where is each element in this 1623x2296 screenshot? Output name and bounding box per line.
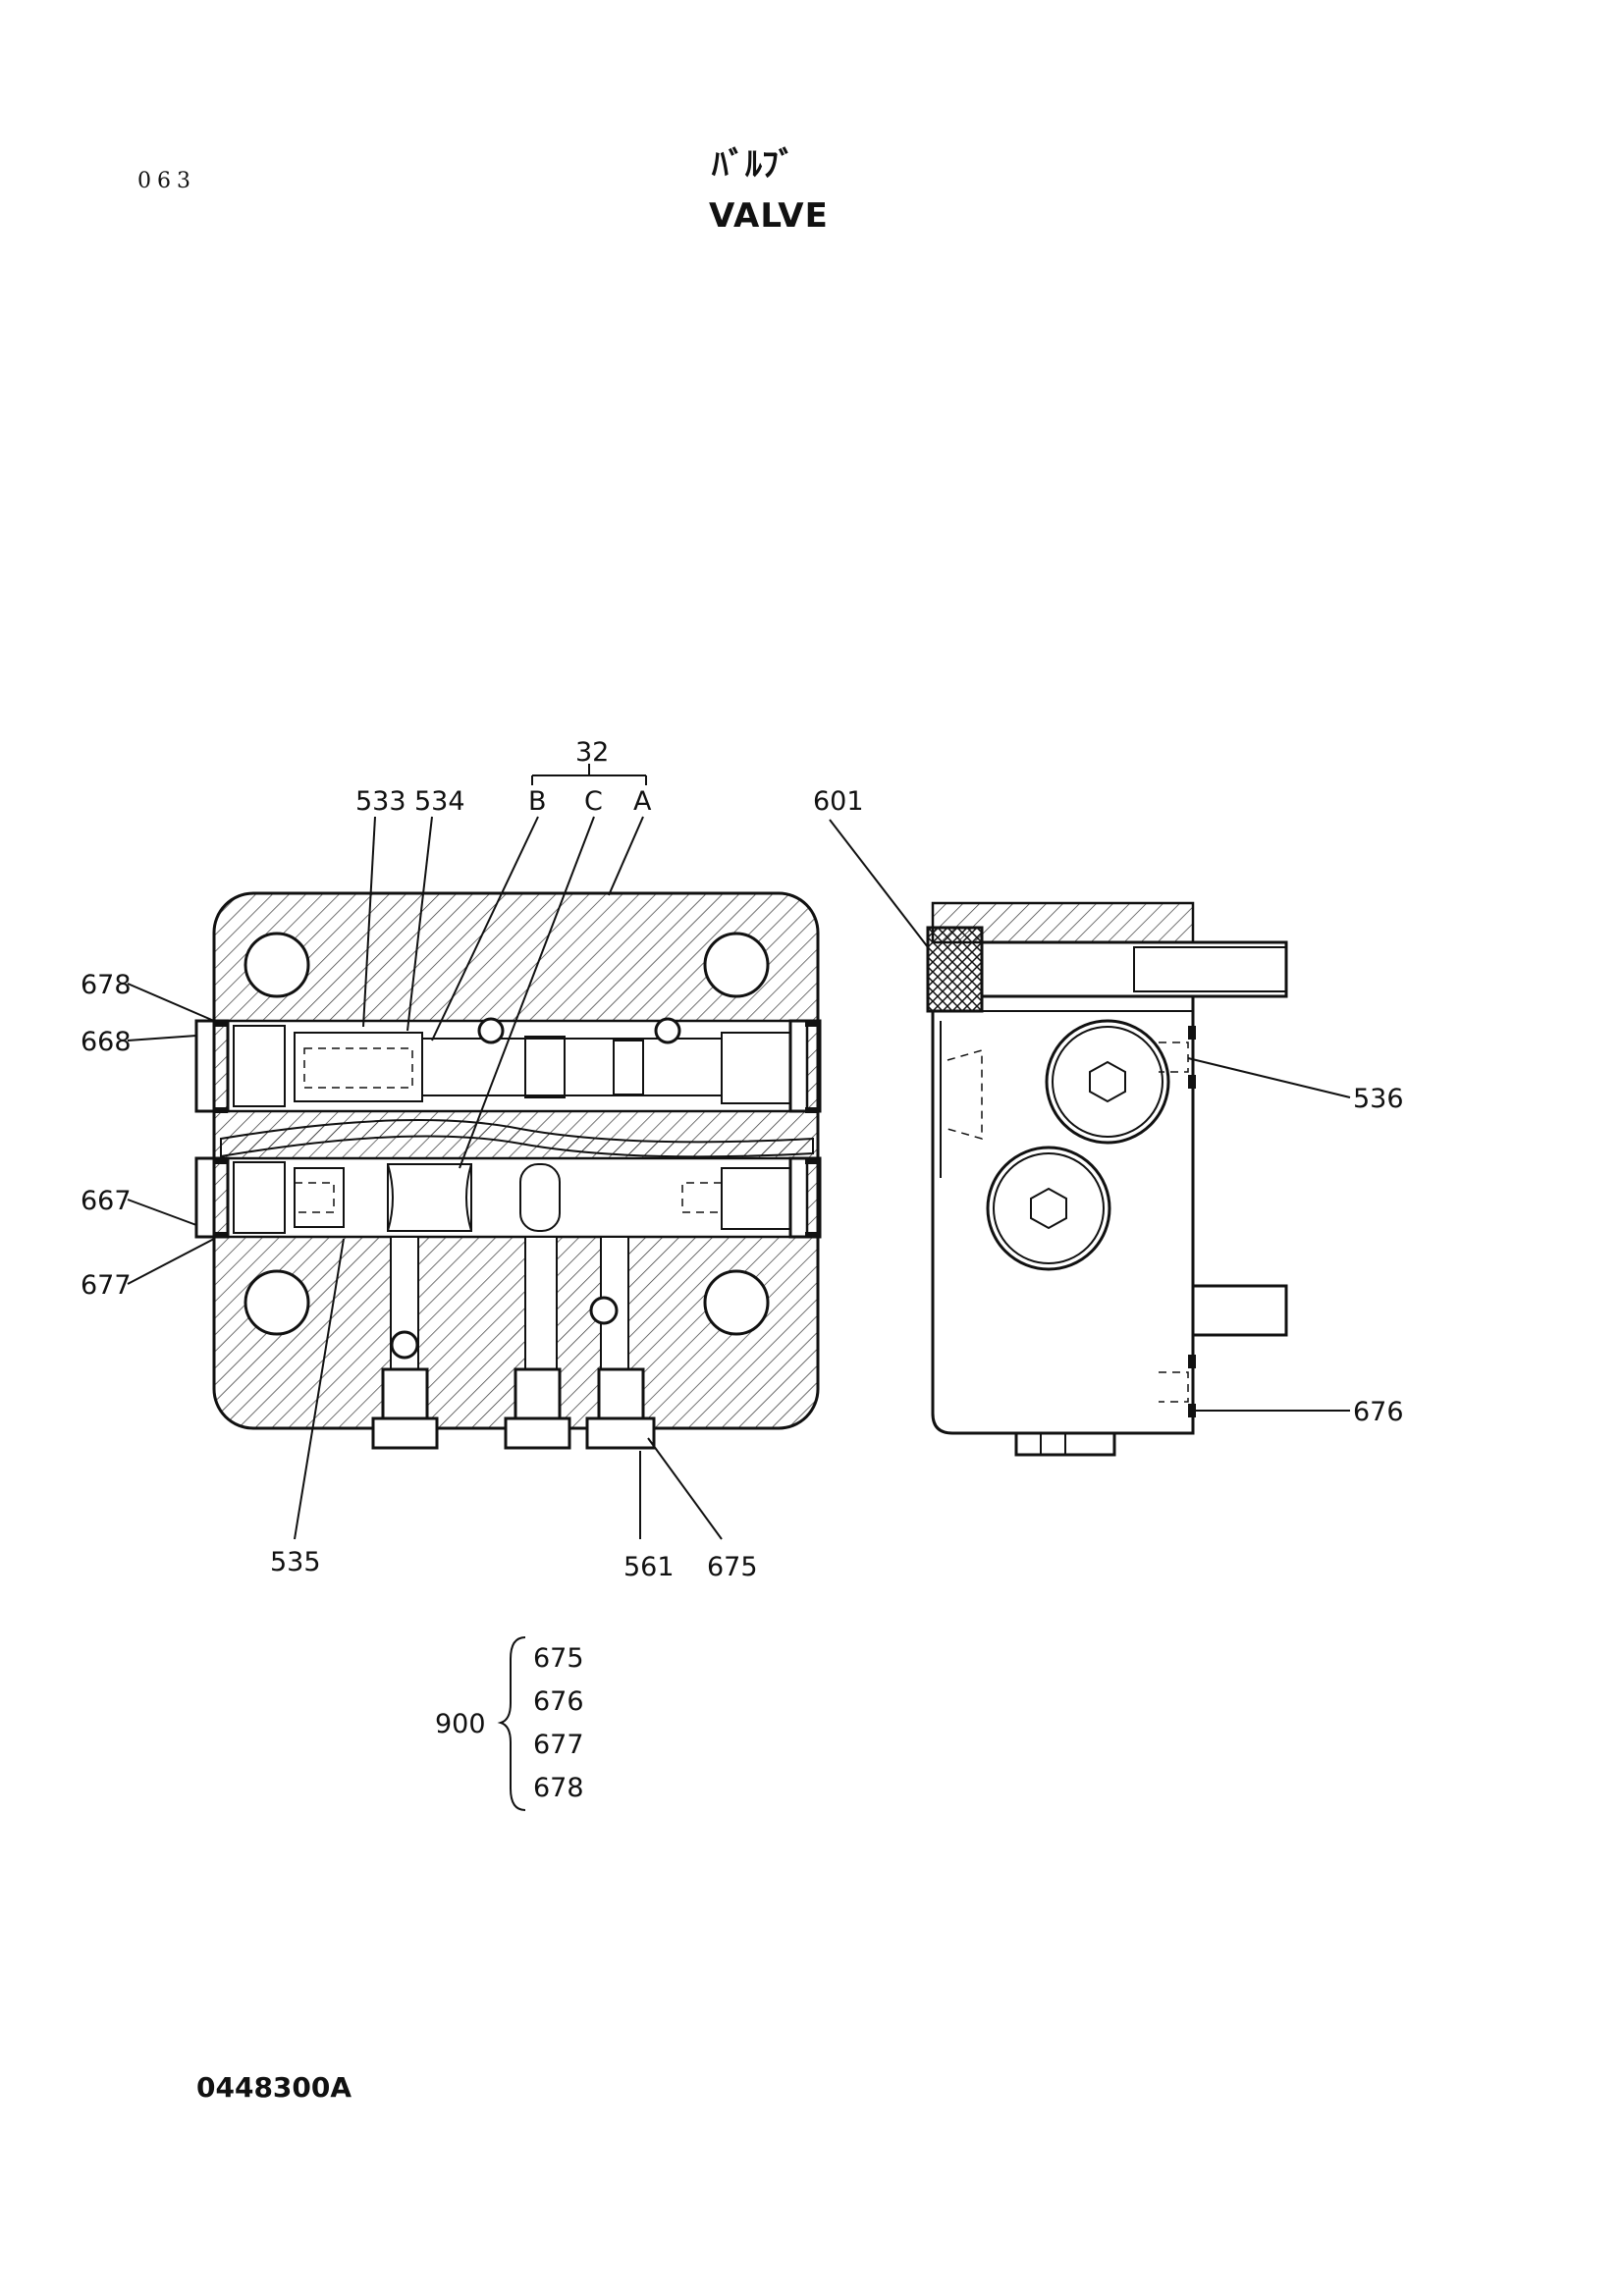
callout-32: 32 [575,737,609,768]
mounting-hole [243,932,310,998]
kit-item: 675 [533,1643,584,1674]
kit-number: 900 [435,1709,486,1739]
title-english: VALVE [709,196,829,236]
callout-C: C [584,786,603,817]
hex-socket-icon [1030,1187,1067,1230]
valve-body-side-view [926,901,1288,1457]
callout-677: 677 [81,1270,132,1301]
mounting-hole [243,1269,310,1336]
callout-A: A [633,786,652,817]
drawing-code: 0448300A [196,2071,352,2104]
callout-676: 676 [1353,1397,1404,1427]
callout-533: 533 [355,786,406,817]
valve-body-section [194,891,822,1450]
leader-lines [127,764,1351,1811]
kit-item: 678 [533,1773,584,1803]
callout-561: 561 [623,1552,675,1582]
mounting-hole [703,932,770,998]
hex-socket-icon [1089,1060,1126,1103]
page-number: 063 [137,169,196,193]
kit-item: 676 [533,1686,584,1717]
cap-plug-lower [986,1146,1111,1271]
callout-675: 675 [707,1552,758,1582]
callout-534: 534 [414,786,465,817]
callout-601: 601 [813,786,864,817]
callout-667: 667 [81,1186,132,1216]
callout-535: 535 [270,1547,321,1577]
callout-668: 668 [81,1027,132,1057]
callout-678: 678 [81,970,132,1000]
title-japanese: ﾊﾞﾙﾌﾞ [712,145,795,185]
callout-B: B [528,786,547,817]
mounting-hole [703,1269,770,1336]
cap-plug-upper [1045,1019,1170,1145]
kit-item: 677 [533,1730,584,1760]
callout-536: 536 [1353,1084,1404,1114]
